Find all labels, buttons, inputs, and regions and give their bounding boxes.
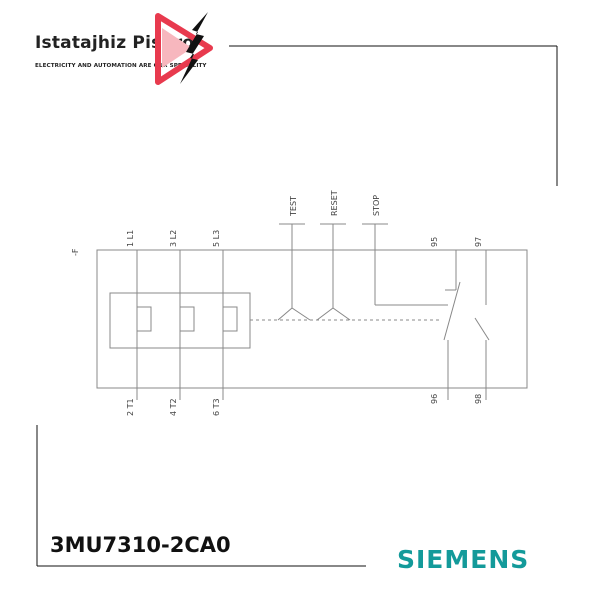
contact-label-96: 96 — [430, 394, 439, 404]
device-label: -F — [71, 248, 80, 256]
contact-label-98: 98 — [474, 394, 483, 404]
no-contact-blade — [474, 317, 490, 341]
terminal-label-bottom-3: 6 T3 — [212, 398, 221, 416]
terminal-label-bottom-1: 2 T1 — [126, 398, 135, 416]
nc-contact-blade — [443, 281, 461, 341]
logo-mark-icon — [155, 12, 213, 85]
frame-lines — [36, 45, 558, 567]
terminal-label-bottom-2: 4 T2 — [169, 398, 178, 416]
part-number: 3MU7310-2CA0 — [50, 533, 231, 557]
brand-logo: SIEMENS — [397, 545, 530, 574]
button-label-test: TEST — [289, 196, 298, 217]
button-label-stop: STOP — [372, 195, 381, 216]
button-label-reset: RESET — [330, 190, 339, 216]
contact-label-95: 95 — [430, 237, 439, 247]
terminal-label-top-1: 1 L1 — [126, 230, 135, 247]
terminal-label-top-2: 3 L2 — [169, 230, 178, 247]
relay-housing — [96, 249, 528, 389]
terminal-label-top-3: 5 L3 — [212, 230, 221, 247]
logo-title: Istatajhiz Pishro — [35, 33, 195, 53]
contact-label-97: 97 — [474, 237, 483, 247]
logo-tagline: ELECTRICITY AND AUTOMATION ARE OUR SPECI… — [35, 63, 207, 69]
